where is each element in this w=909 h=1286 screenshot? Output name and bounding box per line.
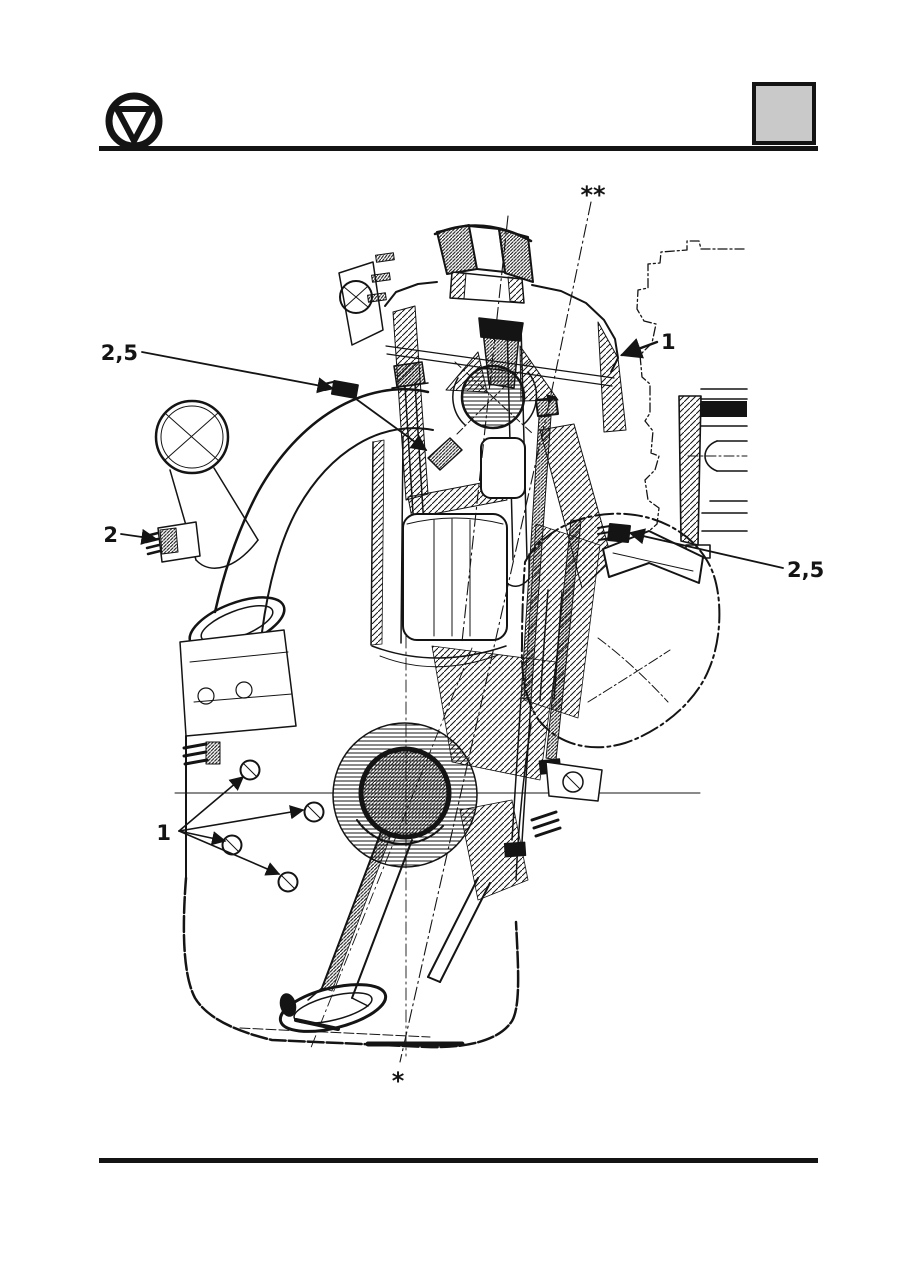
callout-leaders xyxy=(120,338,784,876)
datum-mark-bottom: * xyxy=(392,1067,405,1095)
footer-rule xyxy=(99,1158,818,1163)
callout-item-mid-left: 2 xyxy=(103,523,118,547)
intake-elbow xyxy=(144,388,434,652)
callout-labels: 2,5 1 2 2,5 1 ** * xyxy=(101,181,824,1095)
phantom-body-outline xyxy=(636,240,745,546)
crankshaft xyxy=(174,635,701,1057)
oil-pan xyxy=(182,876,520,1049)
datum-centerlines xyxy=(399,201,592,1063)
clutch-housing xyxy=(427,512,721,983)
header-rule xyxy=(99,146,818,151)
callout-torque-mid-right: 2,5 xyxy=(787,558,824,582)
fan-leader xyxy=(178,776,305,876)
flywheel-section-hatch xyxy=(431,523,601,901)
callout-item-lower-left: 1 xyxy=(156,821,171,845)
crankcase-left-housing xyxy=(179,629,325,893)
filler-cap xyxy=(433,224,534,304)
callout-torque-upper-left: 2,5 xyxy=(101,341,138,365)
callout-item-upper-right: 1 xyxy=(661,330,676,354)
spark-plug-and-chamber xyxy=(445,317,559,435)
datum-mark-top: ** xyxy=(580,181,606,209)
output-shaft xyxy=(678,388,748,559)
corner-page-box xyxy=(752,82,816,145)
